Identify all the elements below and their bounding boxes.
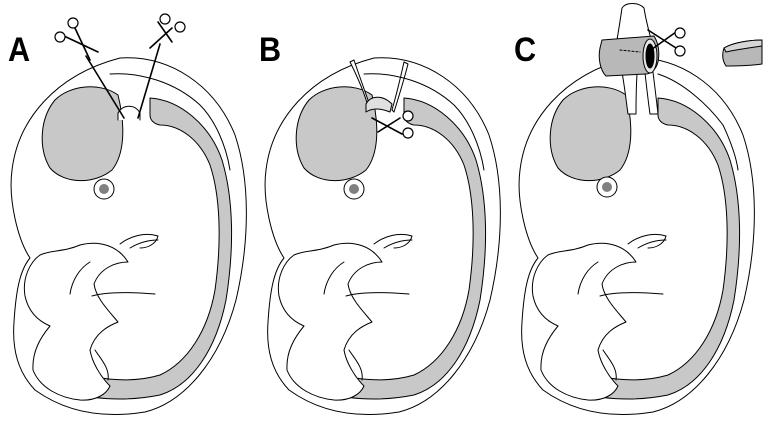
otic-vesicle-inner: [602, 182, 612, 192]
embryo-diagram-a: [0, 0, 254, 429]
panel-b: B: [254, 0, 508, 429]
forebrain: [42, 87, 123, 181]
forebrain: [550, 87, 631, 181]
embryo-diagram-c: [508, 0, 762, 429]
otic-vesicle-inner: [99, 184, 109, 194]
panel-a: A: [0, 0, 254, 429]
embryo-diagram-b: [254, 0, 508, 429]
otic-vesicle-inner: [349, 184, 359, 194]
panel-c: C: [508, 0, 762, 429]
forebrain: [296, 87, 377, 181]
